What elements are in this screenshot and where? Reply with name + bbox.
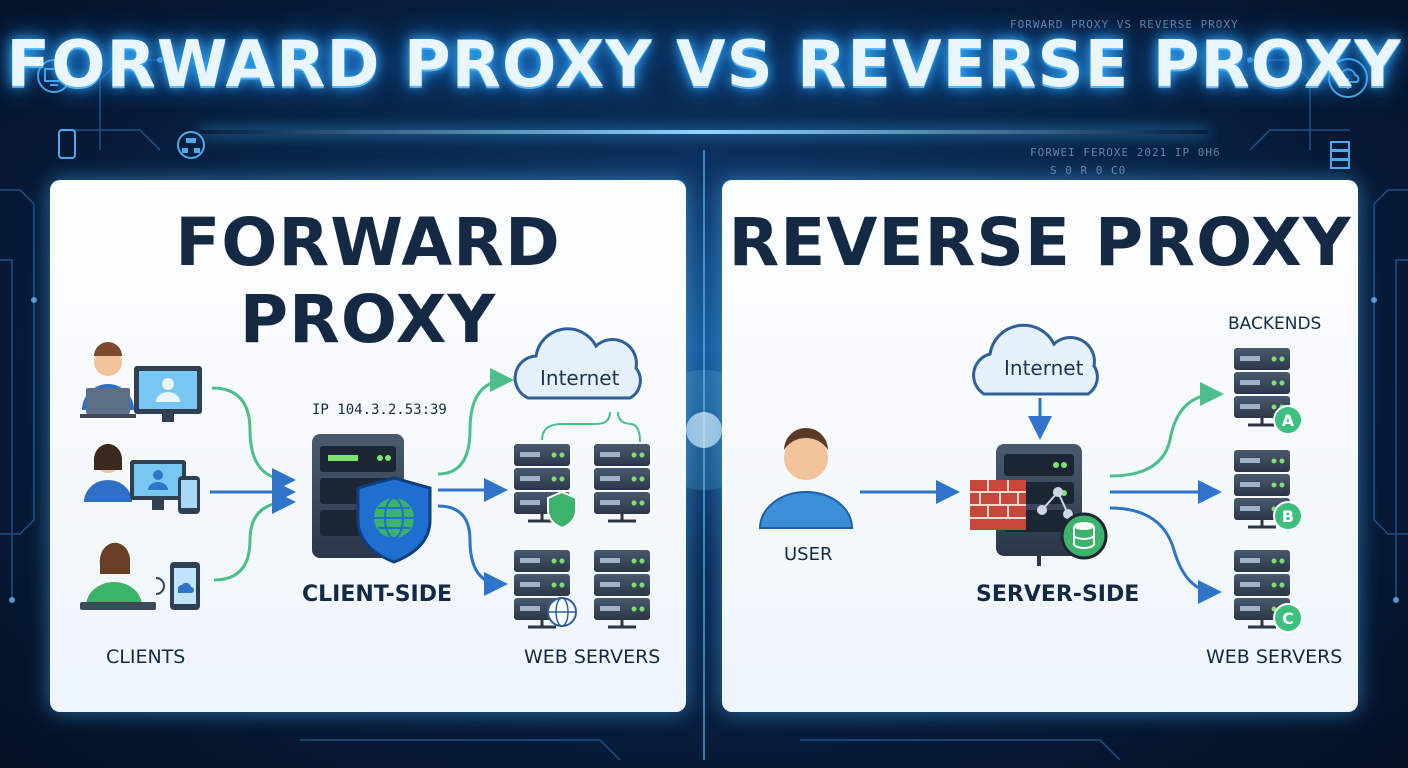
person-icon (80, 542, 156, 610)
cloud-upload-circle-icon (1328, 58, 1368, 98)
cloud-icon (972, 323, 1099, 396)
network-node-icon (1037, 487, 1073, 519)
forward-proxy-diagram (80, 327, 652, 629)
user-icon (758, 428, 854, 529)
clients-label: CLIENTS (106, 646, 186, 668)
forward-proxy-panel: FORWARD PROXY (50, 180, 686, 712)
client-side-label: CLIENT-SIDE (302, 582, 453, 607)
person-icon (84, 443, 132, 502)
green-shield-icon (547, 490, 577, 530)
main-title: FORWARD PROXY VS REVERSE PROXY (6, 28, 1402, 102)
title-glow-line (200, 130, 1208, 134)
backend-badge-b: B (1273, 501, 1303, 531)
globe-icon (547, 597, 577, 627)
internet-label: Internet (1004, 356, 1084, 380)
web-server-icon (592, 442, 652, 523)
backend-badge-c: C (1273, 603, 1303, 633)
forward-proxy-title: FORWARD PROXY (175, 204, 561, 358)
reverse-proxy-title: REVERSE PROXY (728, 204, 1352, 281)
backend-badge-label: A (1282, 411, 1295, 430)
web-server-icon (592, 548, 652, 629)
firewall-icon (970, 480, 1026, 530)
server-outline-icon (1330, 141, 1350, 169)
network-circle-icon (177, 131, 205, 159)
monitor-icon (134, 366, 202, 422)
tablet-icon (155, 562, 200, 610)
person-laptop-icon (80, 342, 136, 418)
cloud-icon (513, 327, 642, 400)
backend-badge-a: A (1273, 405, 1303, 435)
internet-label: Internet (540, 366, 620, 390)
backend-badge-label: C (1282, 609, 1294, 628)
phone-icon (178, 476, 200, 514)
watermark-text: FORWARD PROXY VS REVERSE PROXY (1010, 18, 1239, 31)
watermark-text: FORWEI FEROXE 2021 IP 0H6 (1030, 146, 1221, 159)
backends-label: BACKENDS (1228, 314, 1322, 334)
reverse-proxy-panel: REVERSE PROXY (722, 180, 1358, 712)
phone-outline-icon (58, 129, 76, 159)
proxy-ip-label: IP 104.3.2.53:39 (312, 402, 447, 418)
watermark-text: S 0 R 0 C0 (1050, 164, 1127, 177)
web-servers-label: WEB SERVERS (1206, 646, 1343, 668)
database-icon (1060, 512, 1108, 560)
user-label: USER (784, 544, 833, 565)
backend-badge-label: B (1282, 507, 1294, 526)
shield-globe-icon (356, 476, 432, 564)
reverse-proxy-diagram: A B C (758, 323, 1303, 633)
monitor-icon (130, 460, 186, 510)
server-side-label: SERVER-SIDE (976, 582, 1140, 607)
desktop-circle-icon (37, 59, 71, 93)
web-servers-label: WEB SERVERS (524, 646, 661, 668)
